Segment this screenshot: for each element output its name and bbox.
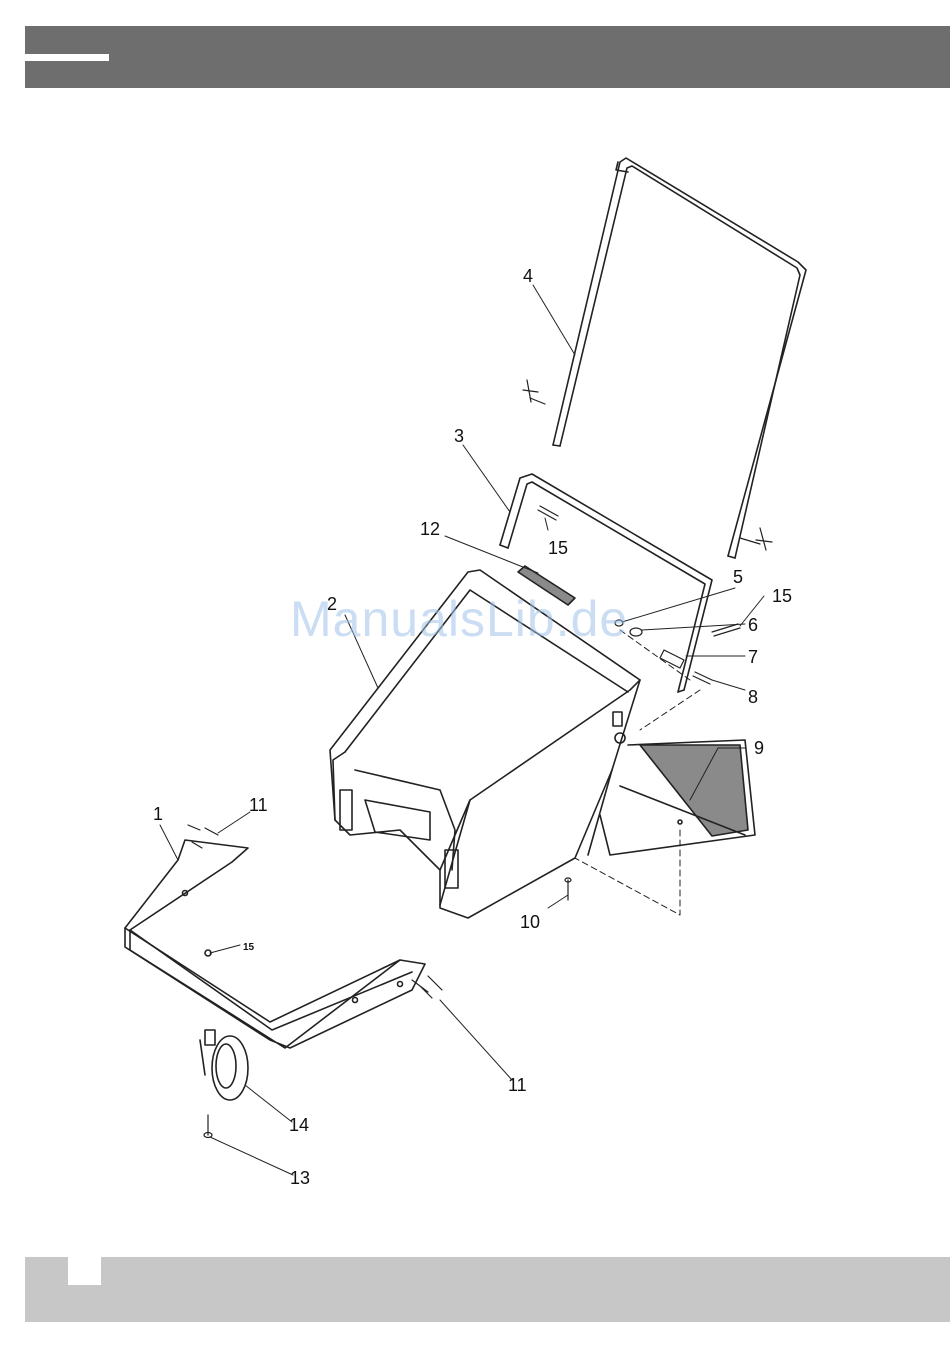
deflector-chute-part: [600, 740, 755, 855]
handle-knob-left: [523, 380, 545, 404]
spring-pin-upper: [538, 506, 558, 520]
callout-10: 10: [520, 912, 540, 932]
callout-11-top: 11: [249, 795, 268, 815]
callout-11-bottom: 11: [508, 1075, 527, 1095]
callout-7: 7: [748, 647, 758, 667]
watermark-text: ManualsLib.de: [290, 590, 628, 648]
caster-wheel-part: [200, 1030, 248, 1100]
callout-1: 1: [153, 804, 163, 824]
upper-handle-part: [553, 158, 806, 558]
callout-15-right: 15: [772, 586, 792, 606]
callout-6: 6: [748, 615, 758, 635]
pivot-bolt: [693, 672, 712, 684]
footer-page-box: [68, 1257, 101, 1285]
callout-12: 12: [420, 519, 440, 539]
callout-15-left: 15: [548, 538, 568, 558]
callout-3: 3: [454, 426, 464, 446]
frame-part: [125, 840, 425, 1048]
callout-15-frame: 15: [243, 942, 255, 953]
pivot-bushing: [630, 628, 642, 636]
caster-bolt: [204, 1115, 212, 1138]
handle-knob-right: [740, 528, 772, 550]
pivot-spacer: [660, 650, 684, 668]
callout-13: 13: [290, 1168, 310, 1188]
callout-4: 4: [523, 266, 533, 286]
callout-14: 14: [289, 1115, 309, 1135]
footer-bar: [25, 1257, 950, 1322]
callout-5: 5: [733, 567, 743, 587]
callout-9: 9: [754, 738, 764, 758]
callout-8: 8: [748, 687, 758, 707]
